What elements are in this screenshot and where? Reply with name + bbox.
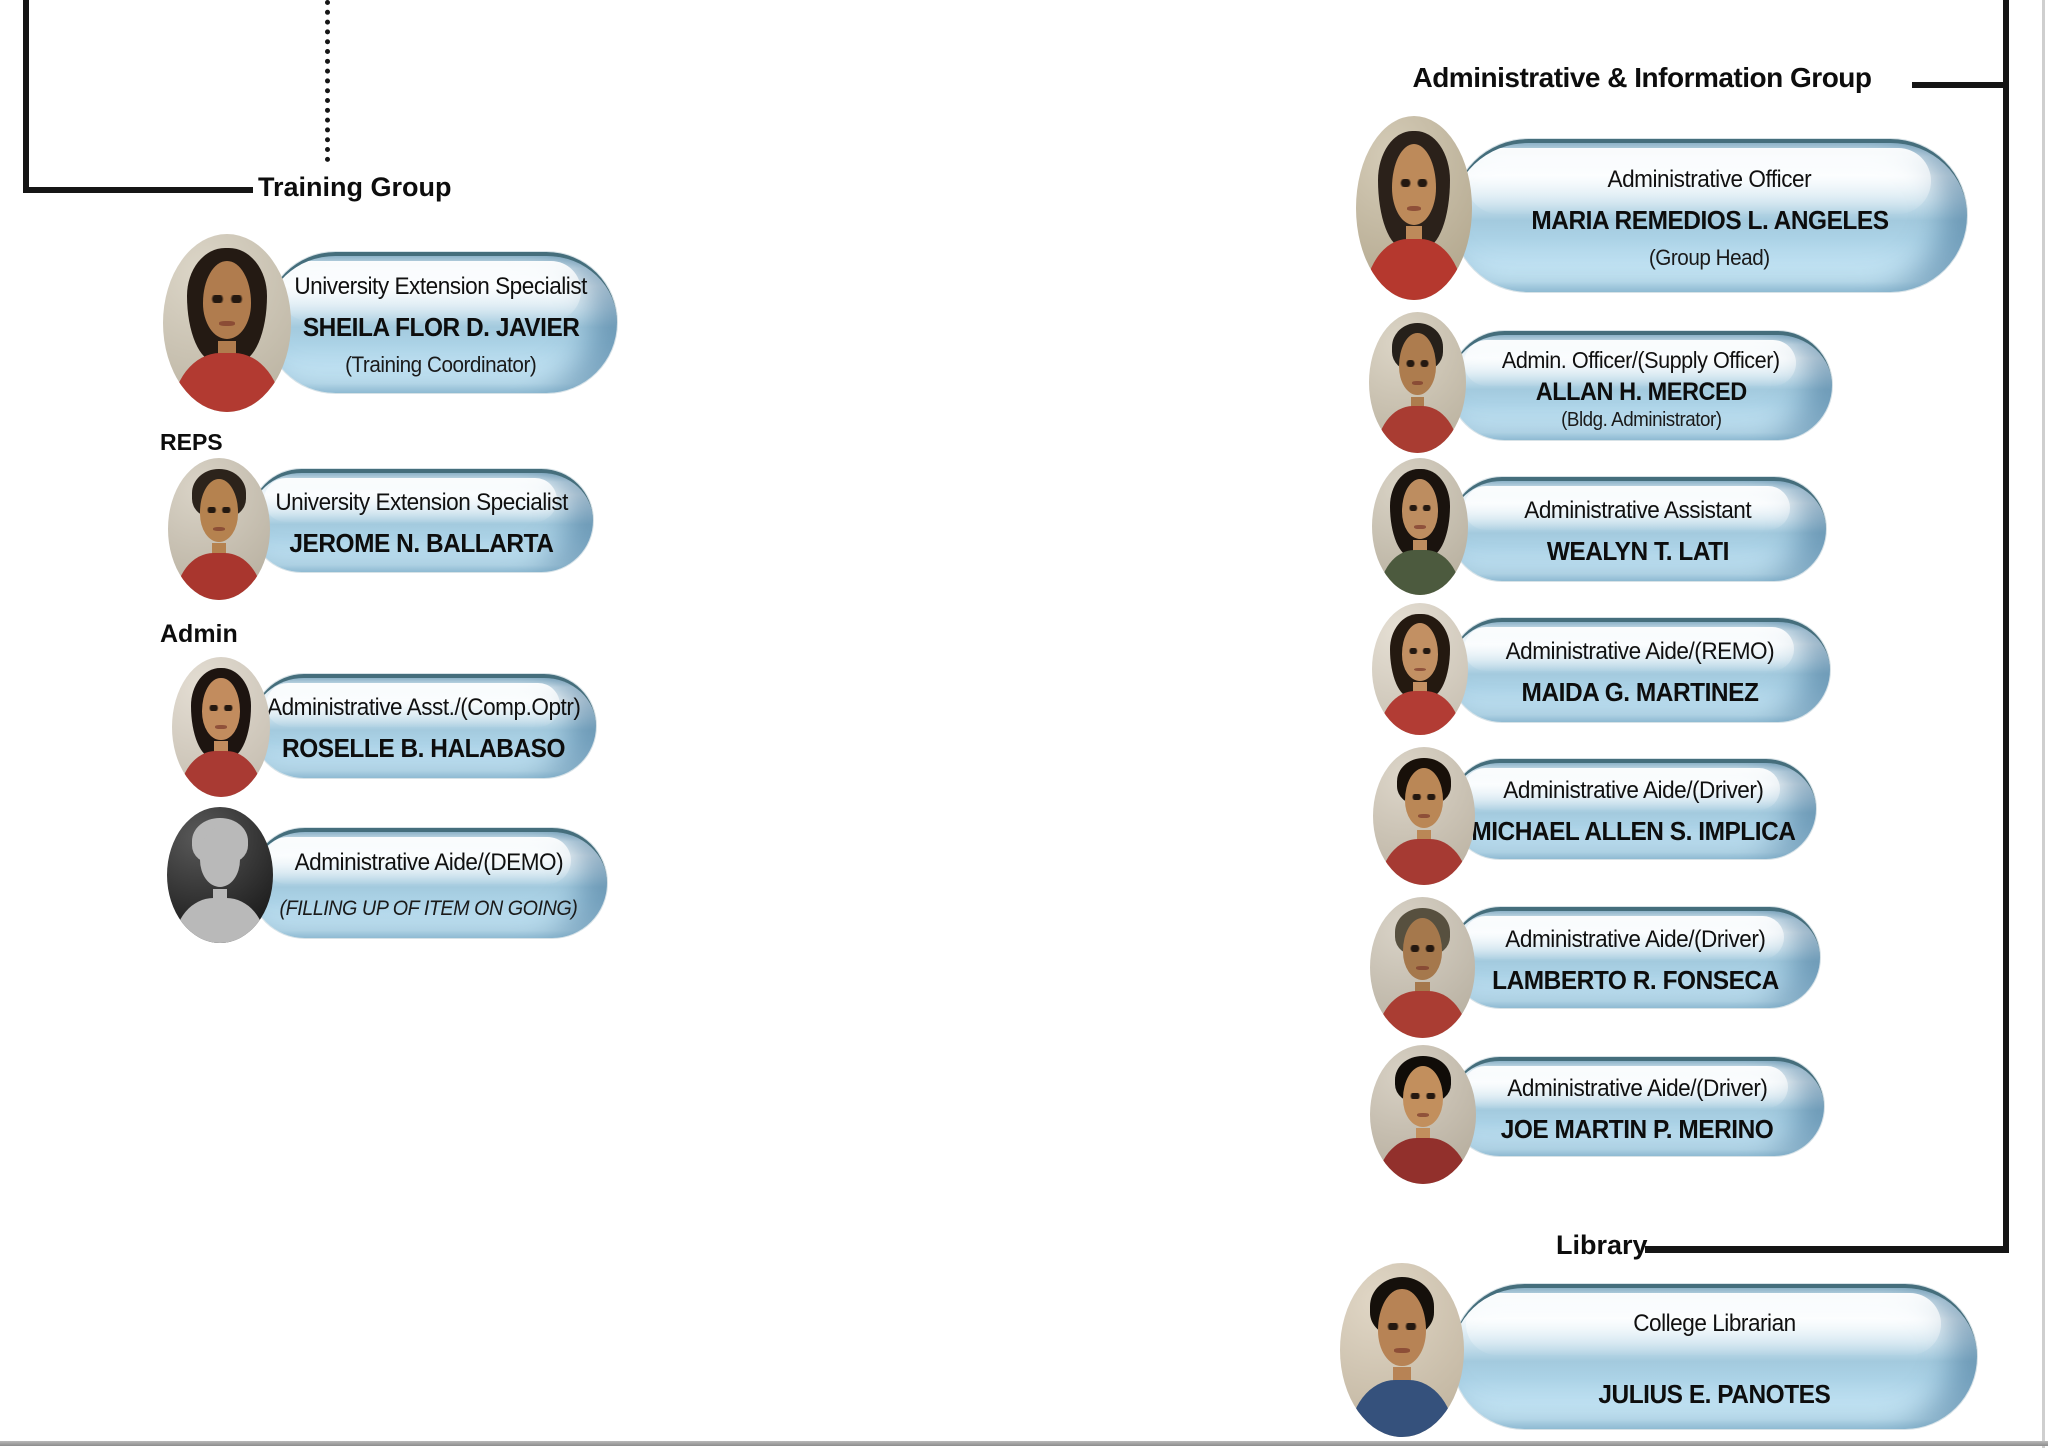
person-name: JULIUS E. PANOTES	[1598, 1378, 1831, 1409]
role-title: Administrative Aide/(Driver)	[1504, 925, 1766, 953]
avatar-shirt	[1375, 406, 1460, 453]
admin-label: Admin	[160, 620, 238, 648]
role-pill: Admin. Officer/(Supply Officer) ALLAN H.…	[1450, 331, 1832, 440]
avatar-face	[1401, 622, 1439, 681]
person-subtitle: (Bldg. Administrator)	[1560, 408, 1722, 431]
staff-photo	[163, 234, 291, 412]
role-pill: Administrative Aide/(Driver) LAMBERTO R.…	[1450, 907, 1820, 1008]
connector-left-vertical	[23, 0, 29, 192]
role-pill: Administrative Aide/(REMO) MAIDA G. MART…	[1450, 618, 1830, 722]
role-pill: University Extension Specialist JEROME N…	[250, 469, 593, 572]
avatar-face	[1391, 143, 1437, 225]
staff-photo	[1372, 603, 1468, 735]
avatar-shirt	[1377, 1138, 1469, 1184]
role-title: Administrative Assistant	[1524, 497, 1752, 524]
avatar-shirt	[1377, 991, 1468, 1038]
role-title: Administrative Asst./(Comp.Optr)	[267, 694, 581, 721]
role-pill: Administrative Aide/(Driver) MICHAEL ALL…	[1450, 759, 1816, 859]
person-name: MARIA REMEDIOS L. ANGELES	[1530, 204, 1889, 235]
avatar-face	[1399, 333, 1436, 396]
avatar-shirt	[1378, 549, 1462, 595]
staff-photo	[1356, 116, 1472, 300]
avatar-shirt	[174, 898, 266, 943]
person-name: WEALYN T. LATI	[1546, 536, 1730, 566]
person-subtitle: (Group Head)	[1649, 244, 1770, 270]
person-name: ALLAN H. MERCED	[1535, 377, 1747, 406]
role-title: University Extension Specialist	[294, 272, 588, 300]
avatar-face	[1402, 1065, 1444, 1127]
person-name: MICHAEL ALLEN S. IMPLICA	[1470, 816, 1796, 846]
connector-admin-group-horizontal	[1912, 82, 2009, 88]
avatar-shirt	[1348, 1379, 1456, 1437]
vacant-silhouette-photo	[167, 807, 273, 943]
role-title: Administrative Aide/(Driver)	[1506, 1074, 1768, 1102]
administrative-information-group-label: Administrative & Information Group	[1412, 62, 1872, 93]
person-name: JEROME N. BALLARTA	[289, 527, 554, 558]
role-pill: Administrative Aide/(Driver) JOE MARTIN …	[1450, 1057, 1824, 1156]
page-bottom-edge	[0, 1441, 2048, 1446]
avatar-face	[1401, 478, 1439, 539]
avatar-face	[1404, 767, 1444, 829]
avatar-shirt	[175, 553, 263, 600]
avatar-shirt	[1378, 691, 1462, 735]
role-title: Administrative Aide/(DEMO)	[294, 849, 563, 876]
role-title: Administrative Aide/(REMO)	[1505, 638, 1775, 665]
reps-label: REPS	[160, 429, 223, 455]
role-pill: Administrative Assistant WEALYN T. LATI	[1450, 477, 1826, 581]
role-title: Administrative Aide/(Driver)	[1502, 777, 1764, 804]
role-pill: Administrative Aide/(DEMO) (FILLING UP O…	[250, 828, 607, 938]
library-label: Library	[1556, 1230, 1648, 1260]
role-title: University Extension Specialist	[275, 488, 568, 516]
role-title: Admin. Officer/(Supply Officer)	[1502, 346, 1780, 373]
connector-right-vertical	[2003, 0, 2009, 1253]
role-pill: College Librarian JULIUS E. PANOTES	[1452, 1284, 1977, 1429]
page-right-edge	[2042, 0, 2045, 1448]
staff-photo	[1369, 312, 1466, 453]
avatar-face	[199, 479, 239, 542]
role-title: College Librarian	[1633, 1309, 1796, 1337]
person-name: MAIDA G. MARTINEZ	[1521, 677, 1759, 707]
avatar-face	[1378, 1289, 1426, 1366]
staff-photo	[168, 458, 270, 600]
staff-photo	[172, 657, 270, 797]
staff-photo	[1373, 747, 1475, 885]
role-title: Administrative Officer	[1607, 165, 1812, 193]
staff-photo	[1370, 897, 1475, 1038]
person-subtitle: (Training Coordinator)	[345, 351, 537, 377]
avatar-face	[202, 260, 252, 339]
avatar-shirt	[1364, 239, 1464, 300]
person-name: SHEILA FLOR D. JAVIER	[302, 311, 580, 342]
role-pill: Administrative Asst./(Comp.Optr) ROSELLE…	[252, 674, 596, 778]
connector-dotted-vertical	[325, 0, 330, 162]
avatar-face	[202, 678, 240, 740]
avatar-shirt	[171, 353, 283, 412]
avatar-shirt	[1380, 839, 1468, 885]
connector-left-horizontal	[23, 187, 253, 193]
avatar-face	[199, 827, 241, 888]
avatar-face	[1402, 918, 1443, 981]
role-pill: University Extension Specialist SHEILA F…	[265, 252, 617, 393]
staff-photo	[1370, 1045, 1476, 1184]
person-subtitle: (FILLING UP OF ITEM ON GOING)	[279, 897, 578, 920]
avatar-shirt	[178, 750, 264, 797]
training-group-label: Training Group	[258, 172, 452, 202]
person-name: LAMBERTO R. FONSECA	[1491, 964, 1779, 995]
role-pill: Administrative Officer MARIA REMEDIOS L.…	[1452, 139, 1967, 292]
staff-photo	[1340, 1263, 1464, 1437]
person-name: ROSELLE B. HALABASO	[282, 733, 566, 763]
staff-photo	[1372, 458, 1468, 595]
person-name: JOE MARTIN P. MERINO	[1500, 1113, 1774, 1144]
connector-library-horizontal	[1645, 1246, 2009, 1253]
